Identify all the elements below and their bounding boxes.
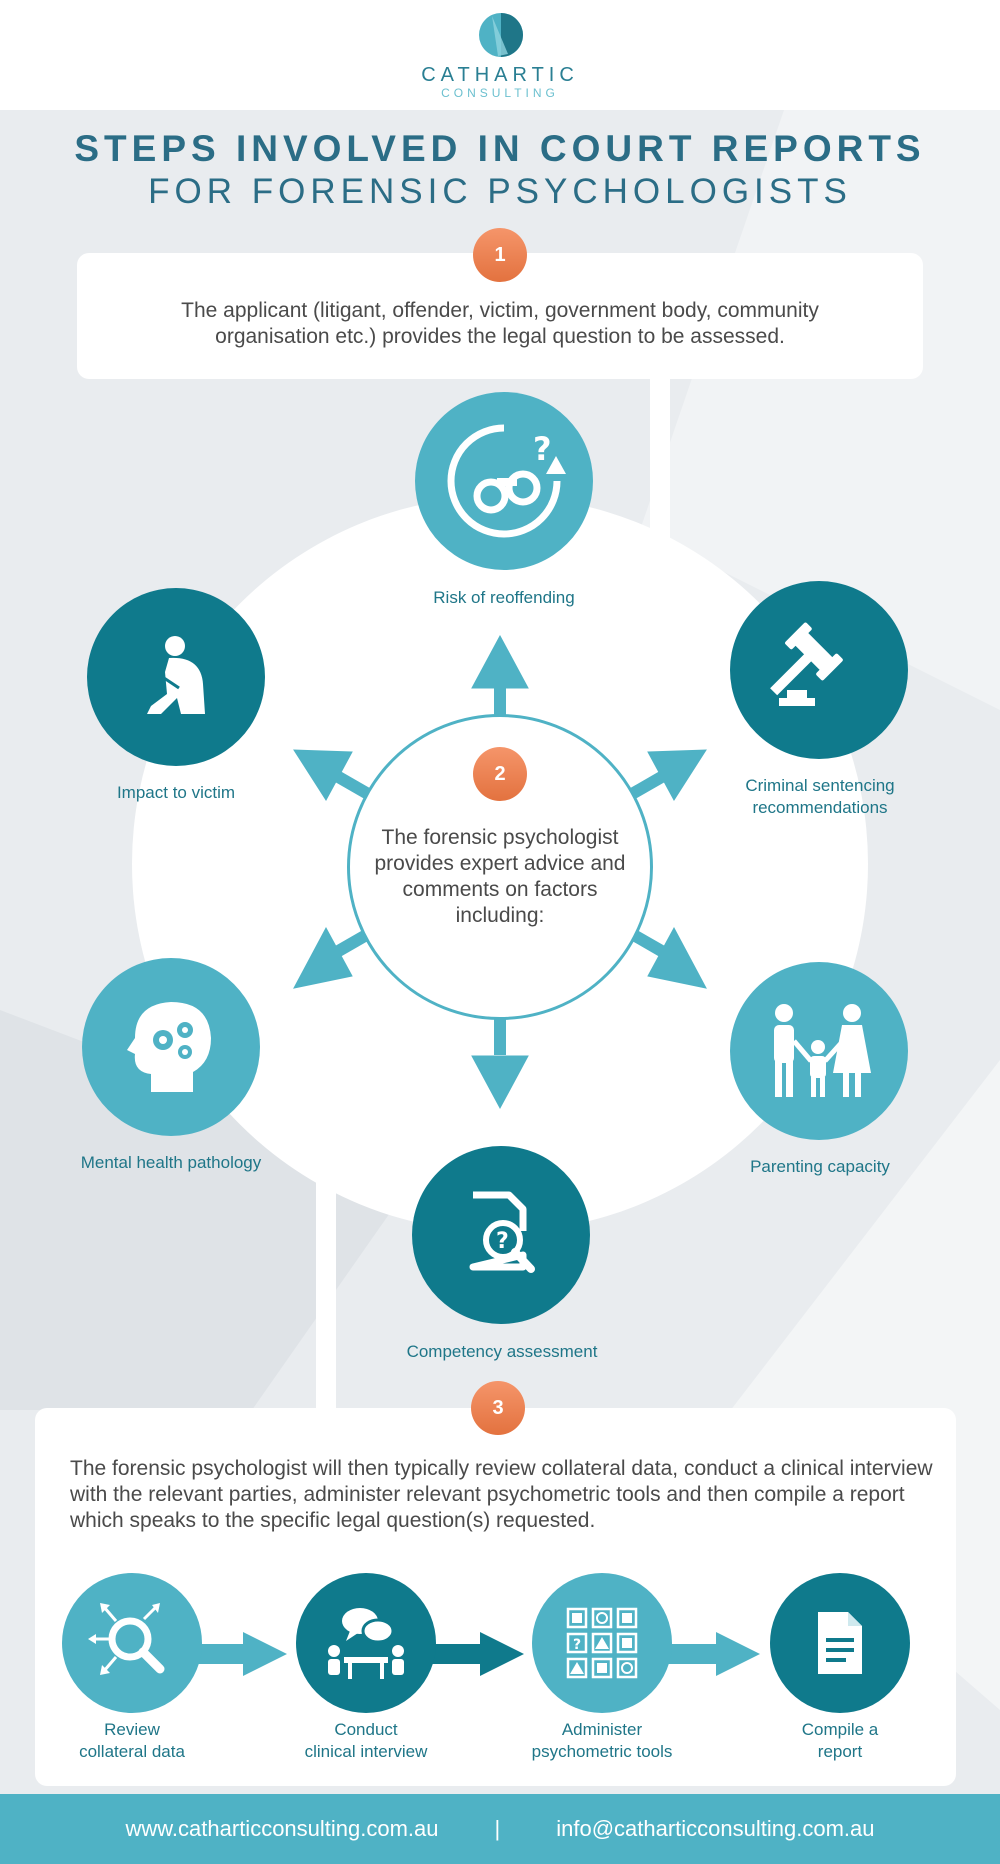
footer: www.catharticconsulting.com.au | info@ca…: [0, 1794, 1000, 1864]
test-grid-icon: ?: [566, 1607, 638, 1679]
factor-competency-label: Competency assessment: [406, 1342, 598, 1361]
gavel-icon: [770, 622, 843, 706]
footer-email-link[interactable]: info@catharticconsulting.com.au: [556, 1816, 875, 1841]
brand-name: CATHARTIC: [421, 64, 579, 86]
arrows: [293, 634, 707, 1110]
factor-mental-label: Mental health pathology: [80, 1153, 262, 1172]
process-report-label: Compile a report: [750, 1719, 930, 1763]
factor-risk-label: Risk of reoffending: [433, 588, 575, 607]
factor-sentencing-label: Criminal sentencing recommendations: [700, 775, 940, 819]
svg-text:?: ?: [496, 1229, 509, 1254]
process-report-line1: Compile a: [801, 1720, 879, 1739]
process-arrows: [195, 1632, 760, 1676]
connector-bar: [650, 370, 670, 540]
connector-bar: [316, 1160, 336, 1420]
brand-sub: CONSULTING: [441, 86, 559, 100]
factor-parenting-label: Parenting capacity: [750, 1157, 890, 1176]
step3-text: The forensic psychologist will then typi…: [70, 1457, 933, 1532]
head-gears-icon: [127, 1002, 211, 1092]
factor-sentencing-text: Criminal sentencing recommendations: [745, 776, 895, 817]
svg-text:?: ?: [533, 430, 552, 468]
process-report-circle: [770, 1573, 910, 1713]
handcuffs-icon: ?: [447, 424, 566, 538]
document-search-icon: ?: [469, 1191, 535, 1273]
step1-text: The applicant (litigant, offender, victi…: [181, 299, 819, 348]
title-line1: STEPS INVOLVED IN COURT REPORTS: [74, 128, 926, 169]
process-review-line2: collateral data: [79, 1742, 185, 1761]
title-line2: FOR FORENSIC PSYCHOLOGISTS: [148, 172, 852, 211]
process-review-label: Review collateral data: [42, 1719, 222, 1763]
process-interview-line2: clinical interview: [304, 1742, 428, 1761]
family-icon: [774, 1004, 871, 1097]
process-psychometric-line2: psychometric tools: [531, 1742, 673, 1761]
step3-badge: 3: [471, 1381, 525, 1435]
factor-sentencing-circle: [730, 581, 908, 759]
process-review-line1: Review: [104, 1720, 160, 1739]
process-psychometric-label: Administer psychometric tools: [502, 1719, 702, 1763]
interview-icon: [328, 1608, 404, 1679]
footer-separator: |: [494, 1816, 501, 1841]
process-review-circle: [62, 1573, 202, 1713]
header: CATHARTIC CONSULTING: [0, 0, 1000, 110]
factor-risk-circle: ?: [415, 392, 593, 570]
factor-competency-circle: ?: [412, 1146, 590, 1324]
magnifier-icon: [88, 1603, 165, 1675]
step2-badge: 2: [473, 747, 527, 801]
factor-victim-label: Impact to victim: [116, 783, 236, 802]
process-interview-line1: Conduct: [334, 1720, 398, 1739]
factor-parenting-circle: [730, 962, 908, 1140]
svg-text:?: ?: [573, 1637, 581, 1653]
process-report-line2: report: [817, 1742, 863, 1761]
process-psychometric-circle: ?: [532, 1573, 672, 1713]
factor-victim-circle: [87, 588, 265, 766]
process-interview-label: Conduct clinical interview: [276, 1719, 456, 1763]
step2-text: The forensic psychologist provides exper…: [374, 826, 626, 927]
process-interview-circle: [296, 1573, 436, 1713]
footer-website-link[interactable]: www.catharticconsulting.com.au: [125, 1816, 439, 1841]
report-icon: [818, 1612, 862, 1674]
factor-mental-circle: [82, 958, 260, 1136]
process-psychometric-line1: Administer: [561, 1720, 643, 1739]
logo-icon: [479, 13, 523, 57]
sad-person-icon: [147, 636, 205, 714]
step1-badge: 1: [473, 228, 527, 282]
